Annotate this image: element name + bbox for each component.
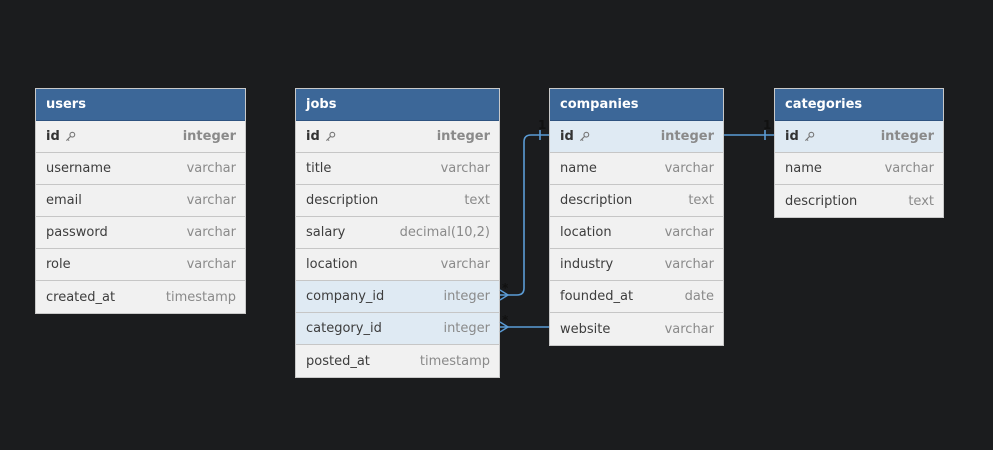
field-name: location	[560, 225, 612, 240]
field-name: id	[306, 129, 320, 144]
field-name: username	[46, 161, 111, 176]
field-name: website	[560, 321, 611, 337]
field-row-description[interactable]: description text	[296, 185, 499, 217]
field-row-id[interactable]: id integer	[36, 121, 245, 153]
field-type: integer	[436, 129, 490, 144]
table-jobs[interactable]: jobs id integer title varchar description…	[295, 88, 500, 378]
field-type: date	[684, 289, 714, 304]
field-type: varchar	[440, 161, 490, 176]
table-header[interactable]: users	[36, 89, 245, 121]
field-name: email	[46, 193, 82, 208]
field-row-role[interactable]: role varchar	[36, 249, 245, 281]
field-name: posted_at	[306, 353, 370, 369]
table-header[interactable]: companies	[550, 89, 723, 121]
field-type: text	[908, 193, 934, 209]
cardinality-one: 1	[763, 118, 772, 132]
table-users[interactable]: users id integer username varchar email va…	[35, 88, 246, 314]
relation-line-company	[500, 134, 549, 296]
table-companies[interactable]: companies id integer name varchar descrip…	[549, 88, 724, 346]
field-row-username[interactable]: username varchar	[36, 153, 245, 185]
field-type: integer	[660, 129, 714, 144]
field-type: decimal(10,2)	[399, 225, 490, 240]
field-name: name	[785, 161, 822, 176]
field-row-name[interactable]: name varchar	[775, 153, 943, 185]
field-row-id[interactable]: id integer	[296, 121, 499, 153]
field-row-website[interactable]: website varchar	[550, 313, 723, 345]
field-type: text	[464, 193, 490, 208]
key-icon	[65, 131, 76, 142]
field-name: company_id	[306, 289, 385, 304]
field-name: role	[46, 257, 71, 272]
field-type: varchar	[884, 161, 934, 176]
field-type: timestamp	[165, 289, 236, 305]
field-name: location	[306, 257, 358, 272]
table-categories[interactable]: categories id integer name varchar descri…	[774, 88, 944, 218]
field-row-company-id[interactable]: company_id integer	[296, 281, 499, 313]
field-name: name	[560, 161, 597, 176]
field-row-salary[interactable]: salary decimal(10,2)	[296, 217, 499, 249]
field-type: varchar	[186, 161, 236, 176]
field-type: varchar	[440, 257, 490, 272]
field-row-id[interactable]: id integer	[550, 121, 723, 153]
field-row-id[interactable]: id integer	[775, 121, 943, 153]
table-header[interactable]: categories	[775, 89, 943, 121]
field-row-posted-at[interactable]: posted_at timestamp	[296, 345, 499, 377]
field-name: id	[560, 129, 574, 144]
field-row-description[interactable]: description text	[775, 185, 943, 217]
field-type: varchar	[664, 321, 714, 337]
field-row-industry[interactable]: industry varchar	[550, 249, 723, 281]
field-row-founded-at[interactable]: founded_at date	[550, 281, 723, 313]
field-name: id	[46, 129, 60, 144]
field-type: varchar	[664, 225, 714, 240]
field-type: varchar	[664, 257, 714, 272]
field-name: created_at	[46, 289, 116, 305]
field-name: title	[306, 161, 332, 176]
table-header[interactable]: jobs	[296, 89, 499, 121]
field-row-location[interactable]: location varchar	[550, 217, 723, 249]
field-type: integer	[182, 129, 236, 144]
field-row-email[interactable]: email varchar	[36, 185, 245, 217]
field-name: description	[560, 193, 633, 208]
field-type: text	[688, 193, 714, 208]
field-name: id	[785, 129, 799, 144]
field-name: category_id	[306, 321, 382, 336]
field-type: integer	[880, 129, 934, 144]
field-type: integer	[443, 289, 490, 304]
field-row-category-id[interactable]: category_id integer	[296, 313, 499, 345]
key-icon	[579, 131, 590, 142]
field-type: varchar	[664, 161, 714, 176]
key-icon	[325, 131, 336, 142]
field-name: founded_at	[560, 289, 634, 304]
field-type: varchar	[186, 193, 236, 208]
field-row-name[interactable]: name varchar	[550, 153, 723, 185]
field-row-description[interactable]: description text	[550, 185, 723, 217]
cardinality-one: 1	[538, 118, 547, 132]
field-name: description	[306, 193, 379, 208]
field-row-created-at[interactable]: created_at timestamp	[36, 281, 245, 313]
field-type: varchar	[186, 225, 236, 240]
field-row-location[interactable]: location varchar	[296, 249, 499, 281]
field-name: salary	[306, 225, 346, 240]
field-type: timestamp	[419, 353, 490, 369]
field-type: varchar	[186, 257, 236, 272]
key-icon	[804, 131, 815, 142]
cardinality-many: *	[502, 281, 509, 295]
field-name: description	[785, 193, 858, 209]
field-name: password	[46, 225, 108, 240]
cardinality-many: *	[502, 313, 509, 327]
field-name: industry	[560, 257, 614, 272]
field-type: integer	[443, 321, 490, 336]
field-row-title[interactable]: title varchar	[296, 153, 499, 185]
field-row-password[interactable]: password varchar	[36, 217, 245, 249]
